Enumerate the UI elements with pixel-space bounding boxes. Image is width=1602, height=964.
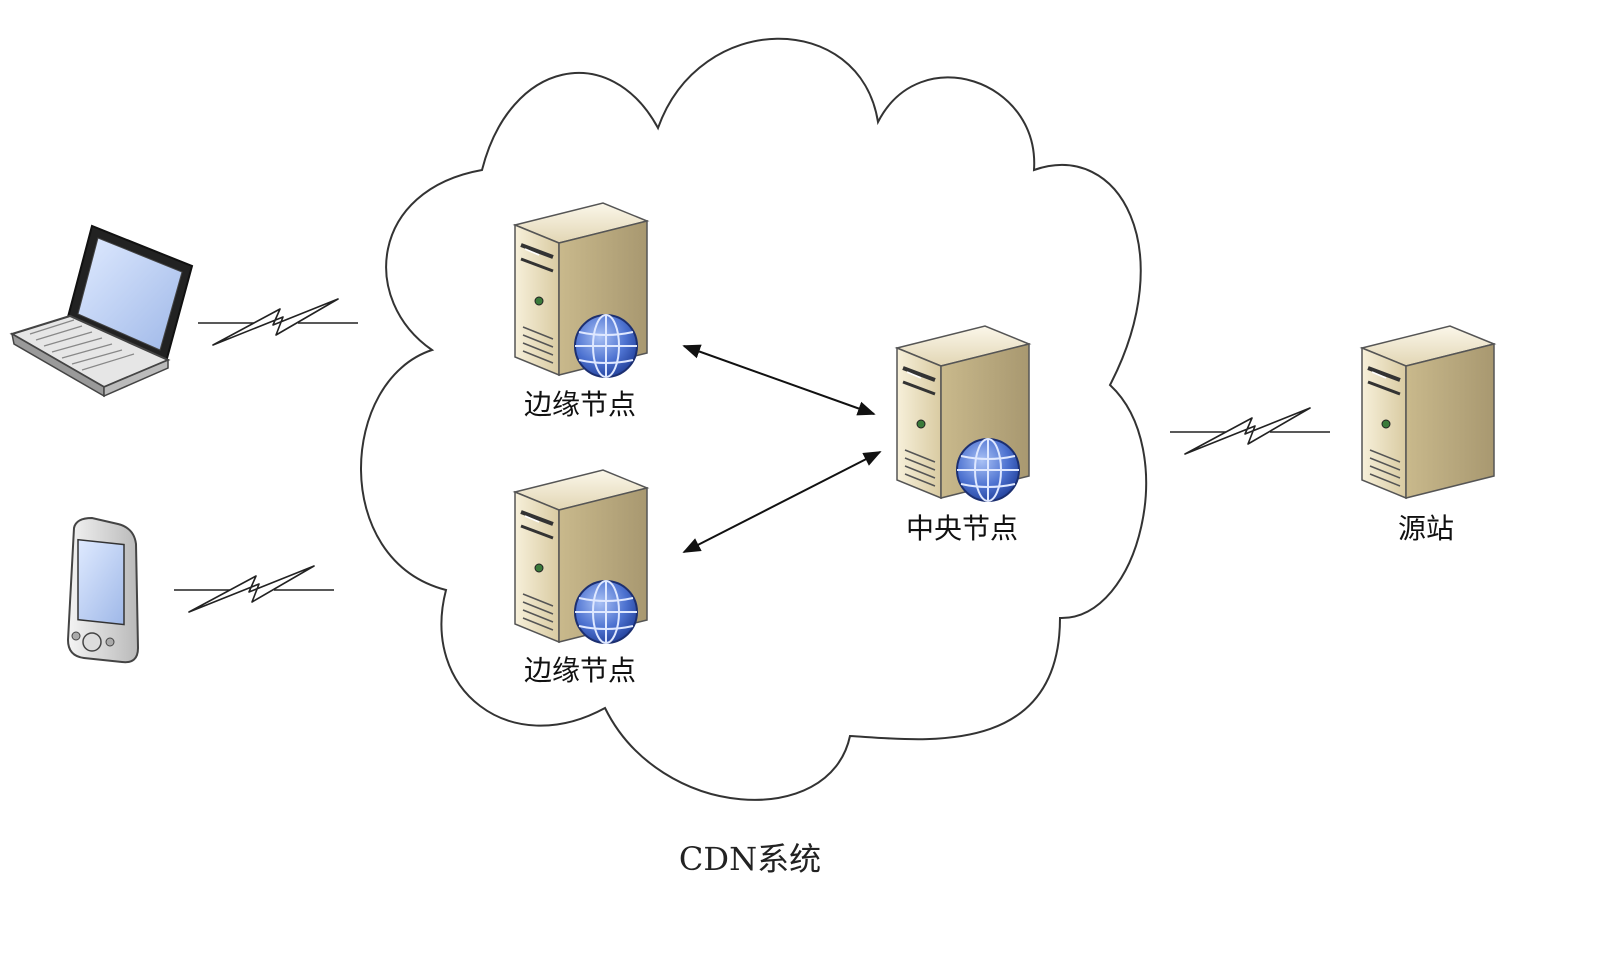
central-node: 中央节点	[895, 324, 1031, 545]
globe-icon	[574, 580, 638, 644]
edge-node-top-label: 边缘节点	[524, 388, 636, 421]
origin-node: 源站	[1360, 324, 1496, 545]
laptop-icon	[9, 224, 194, 398]
edge-node-bottom-label: 边缘节点	[524, 654, 636, 687]
edge-node-bottom: 边缘节点	[513, 468, 649, 687]
cdn-system-label: CDN系统	[679, 840, 821, 878]
origin-node-label: 源站	[1398, 512, 1454, 545]
lightning-link-icon	[173, 565, 335, 613]
globe-icon	[574, 314, 638, 378]
globe-icon	[956, 438, 1020, 502]
lightning-link-icon	[197, 298, 359, 346]
edge-bottom-to-central-arrow	[682, 451, 882, 553]
edge-node-top: 边缘节点	[513, 201, 649, 421]
server-tower-icon	[1360, 324, 1496, 500]
edge-top-to-central-arrow	[682, 344, 876, 416]
lightning-link-icon	[1169, 407, 1331, 455]
pda-phone-icon	[66, 516, 140, 664]
central-node-label: 中央节点	[906, 512, 1018, 545]
